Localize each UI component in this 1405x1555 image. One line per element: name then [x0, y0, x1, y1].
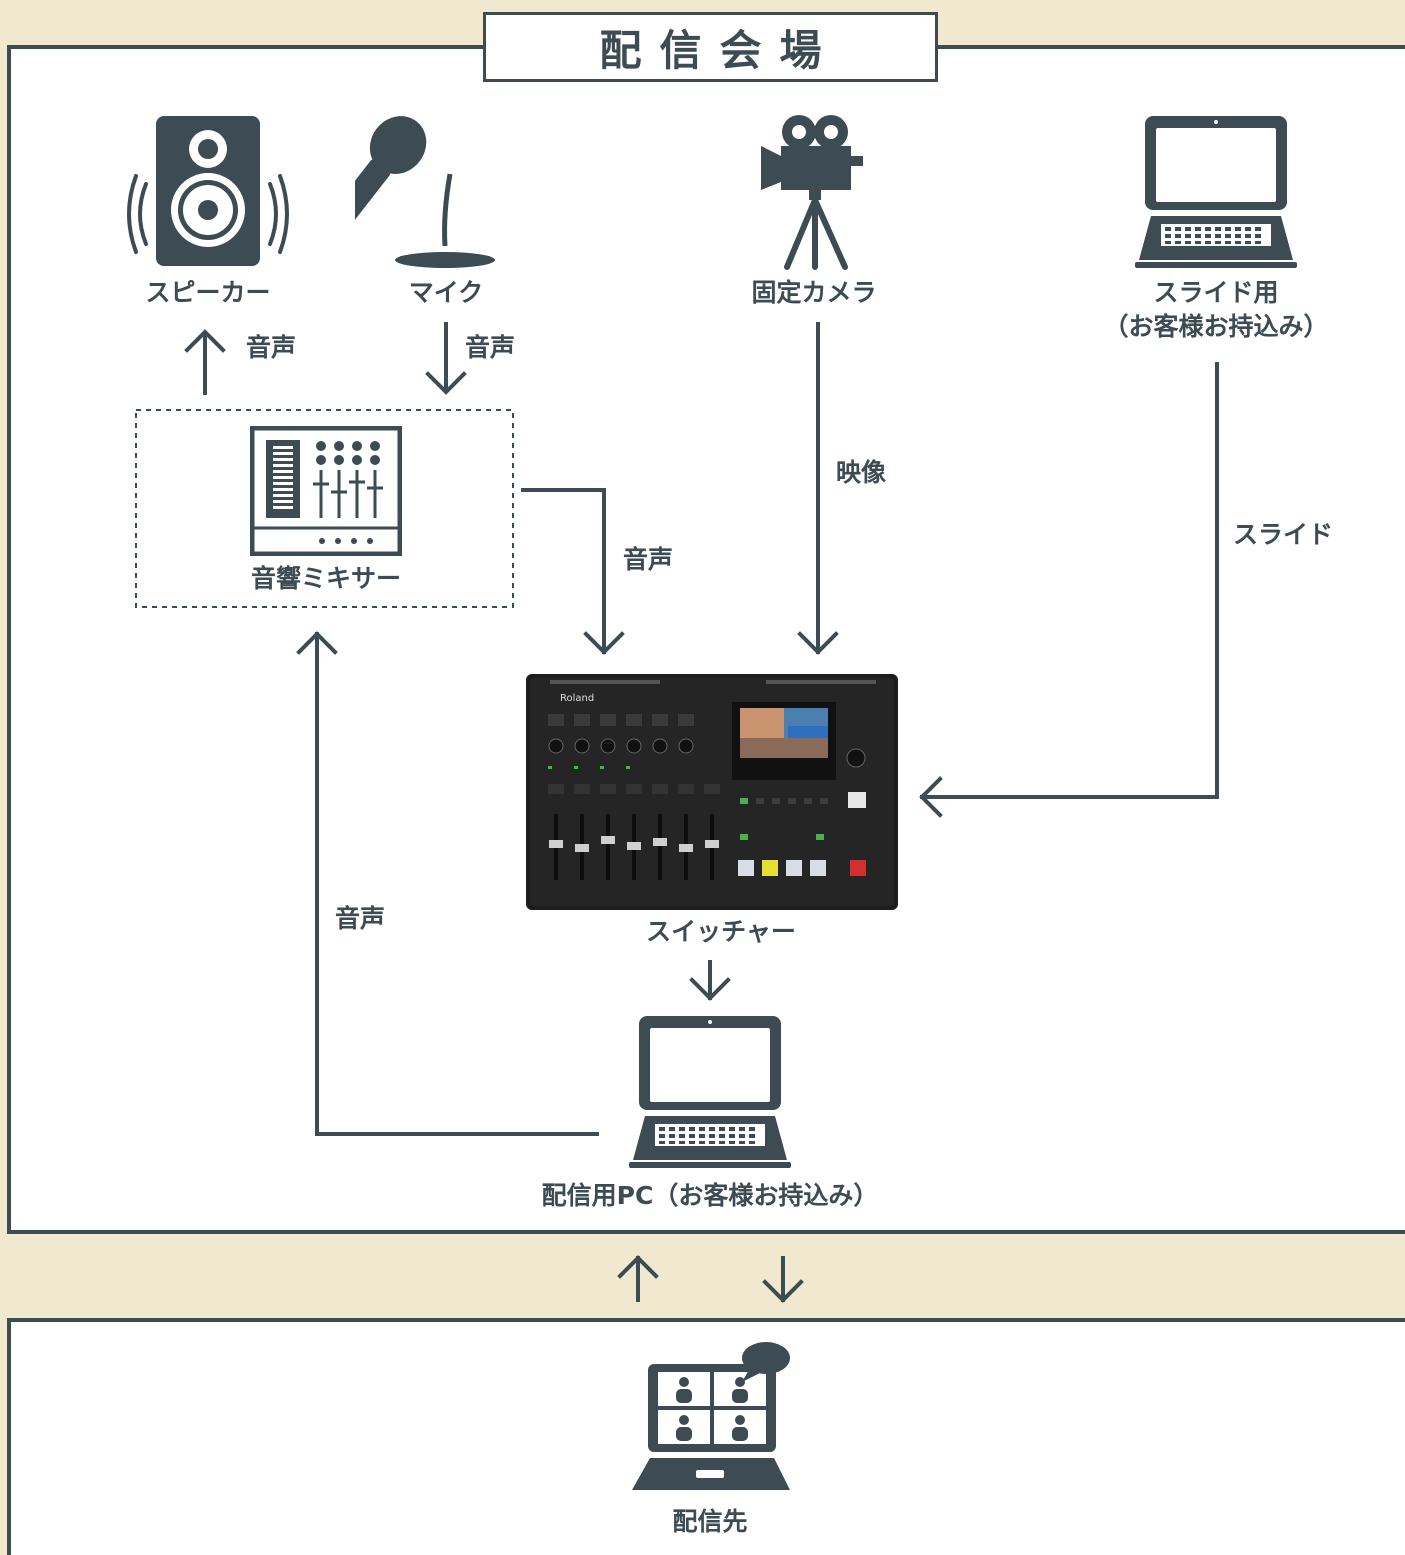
video-switcher-device: Roland — [526, 674, 898, 910]
audio-mixer-icon — [250, 426, 402, 556]
slide-pc-label-line2: （お客様お持込み） — [1103, 312, 1329, 341]
arrow-camera-to-switcher — [797, 322, 839, 655]
arrow-mixer-to-switcher — [521, 488, 625, 655]
venue-title: 配信会場 — [483, 12, 938, 82]
destination-label: 配信先 — [672, 1507, 748, 1536]
slide-pc-label-line1: スライド用 — [1153, 278, 1279, 307]
edge-label-mic-to-mixer: 音声 — [465, 333, 516, 362]
arrow-slide-to-switcher — [919, 362, 1219, 818]
arrow-switcher-to-pc — [689, 960, 731, 1001]
edge-label-slide-to-switcher: スライド — [1233, 520, 1334, 549]
arrow-upload — [617, 1255, 659, 1302]
microphone-label: マイク — [408, 278, 484, 307]
microphone-icon — [355, 116, 495, 268]
switcher-label: スイッチャー — [646, 917, 796, 946]
edge-label-mixer-to-switcher: 音声 — [623, 545, 674, 574]
arrow-download — [762, 1256, 804, 1303]
video-conference-icon — [632, 1342, 790, 1490]
edge-label-mixer-to-speaker: 音声 — [246, 333, 297, 362]
edge-label-camera-to-switcher: 映像 — [836, 458, 887, 487]
camera-label: 固定カメラ — [751, 278, 877, 307]
arrow-mixer-to-speaker — [184, 329, 226, 395]
mixer-dashed-box — [135, 409, 514, 608]
slide-laptop-icon — [1135, 116, 1297, 268]
streaming-laptop-icon — [629, 1016, 791, 1168]
switcher-brand: Roland — [560, 693, 594, 704]
arrow-pc-to-mixer — [296, 631, 599, 1136]
speaker-label: スピーカー — [145, 278, 271, 307]
edge-label-pc-to-mixer: 音声 — [335, 904, 386, 933]
mixer-label: 音響ミキサー — [250, 564, 402, 593]
stream-pc-label: 配信用PC（お客様お持込み） — [541, 1181, 879, 1210]
speaker-icon — [127, 116, 289, 266]
arrow-mic-to-mixer — [425, 322, 467, 395]
video-camera-icon — [761, 115, 863, 270]
